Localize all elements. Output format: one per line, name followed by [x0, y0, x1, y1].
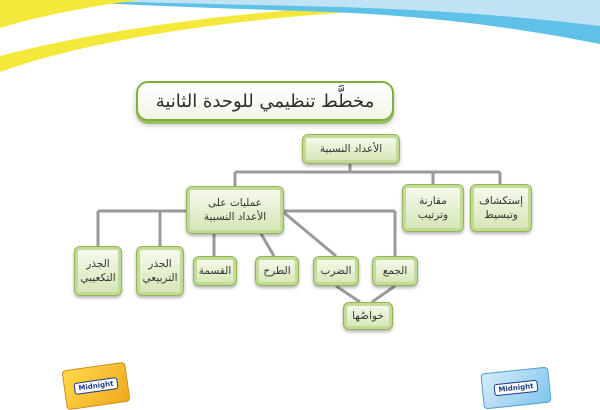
- node-cube-root: الجذر التكعيبي: [74, 246, 122, 296]
- node-division: القسمة: [193, 256, 237, 286]
- header-wave-decoration: [0, 0, 600, 72]
- node-properties: خواصُها: [343, 302, 393, 330]
- node-square-root: الجذر التربيعي: [136, 246, 184, 296]
- node-operations: عمليات على الأعداد النسبية: [186, 186, 284, 234]
- node-explore-simplify: إستكشاف وتبسيط: [470, 184, 532, 232]
- node-addition: الجمع: [372, 256, 418, 286]
- node-multiplication: الضرب: [313, 256, 359, 286]
- node-subtraction: الطرح: [255, 256, 299, 286]
- page-title: مخطَّط تنظيمي للوحدة الثانية: [136, 81, 394, 121]
- publisher-logo-left: Midnight: [61, 361, 131, 410]
- node-compare-order: مقارنة وترتيب: [402, 184, 464, 232]
- node-rational-numbers: الأعداد النسبية: [302, 134, 400, 164]
- publisher-logo-right: Midnight: [480, 366, 552, 410]
